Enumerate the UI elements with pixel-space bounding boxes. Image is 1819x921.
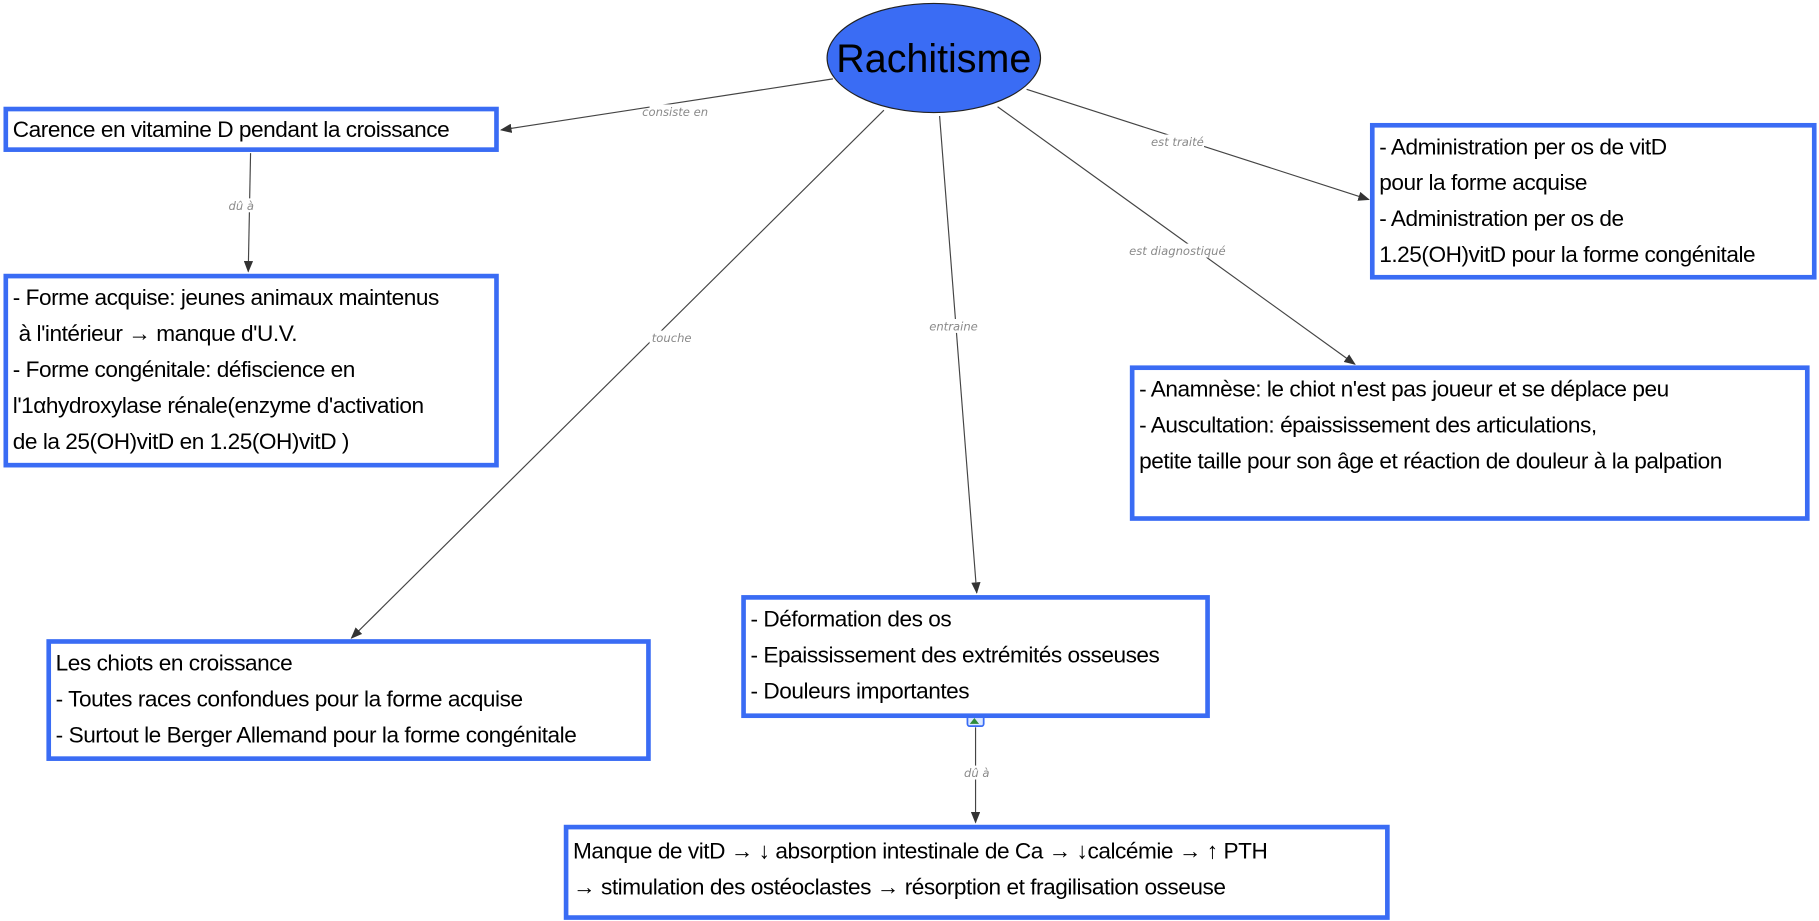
- node-deformation[interactable]: - Déformation des os - Epaississement de…: [741, 595, 1210, 719]
- node-text: - Déformation des os: [750, 606, 952, 633]
- node-text: - Anamnèse: le chiot n'est pas joueur et…: [1139, 377, 1669, 403]
- node-text: Les chiots en croissance: [55, 650, 293, 677]
- node-text: - Epaississement des extrémités osseuses: [750, 642, 1160, 669]
- link-label-du-a: dû à: [229, 199, 255, 213]
- node-text: - Douleurs importantes: [750, 678, 970, 705]
- node-text: - Administration per os de vitD: [1379, 134, 1667, 161]
- node-text: 1.25(OH)vitD pour la forme congénitale: [1379, 242, 1756, 268]
- node-text: - Auscultation: épaississement des artic…: [1139, 412, 1597, 439]
- link-label-du-a-2: dû à: [964, 766, 990, 780]
- node-text: à l'intérieur → manque d'U.V.: [12, 321, 298, 347]
- node-diagnostic[interactable]: - Anamnèse: le chiot n'est pas joueur et…: [1129, 365, 1810, 521]
- link-label-est-traite: est traité: [1151, 135, 1204, 149]
- link-label-touche: touche: [652, 331, 692, 345]
- link-label-est-diagnostique: est diagnostiqué: [1129, 244, 1226, 258]
- node-text: Carence en vitamine D pendant la croissa…: [12, 117, 450, 143]
- root-node[interactable]: Rachitisme: [826, 2, 1042, 114]
- root-label: Rachitisme: [836, 37, 1031, 81]
- link-label-consiste-en: consiste en: [642, 105, 708, 119]
- node-text: - Forme acquise: jeunes animaux maintenu…: [12, 285, 440, 311]
- node-mecanisme[interactable]: Manque de vitD → ↓ absorption intestinal…: [563, 824, 1390, 920]
- node-text: - Administration per os de: [1379, 206, 1624, 232]
- node-text: pour la forme acquise: [1379, 170, 1588, 197]
- link-entraine[interactable]: [939, 115, 981, 594]
- node-text: Manque de vitD → ↓ absorption intestinal…: [573, 838, 1268, 865]
- node-text: → stimulation des ostéoclastes → résorpt…: [573, 874, 1226, 901]
- node-text: de la 25(OH)vitD en 1.25(OH)vitD ): [12, 429, 350, 455]
- link-touche[interactable]: [350, 109, 885, 639]
- node-text: petite taille pour son âge et réaction d…: [1139, 448, 1722, 475]
- node-carence[interactable]: Carence en vitamine D pendant la croissa…: [3, 106, 499, 152]
- link-du-a-1[interactable]: [243, 153, 254, 273]
- node-traitement[interactable]: - Administration per os de vitD pour la …: [1369, 122, 1817, 280]
- node-text: - Surtout le Berger Allemand pour la for…: [55, 722, 577, 749]
- node-text: - Toutes races confondues pour la forme …: [55, 686, 523, 713]
- node-text: l'1αhydroxylase rénale(enzyme d'activati…: [12, 393, 424, 419]
- link-est-diagnostique[interactable]: [997, 106, 1356, 365]
- node-chiots[interactable]: Les chiots en croissance - Toutes races …: [46, 639, 651, 761]
- node-text: - Forme congénitale: défiscience en: [12, 357, 356, 383]
- node-formes[interactable]: - Forme acquise: jeunes animaux maintenu…: [3, 273, 499, 468]
- link-label-entraine: entraine: [929, 320, 978, 334]
